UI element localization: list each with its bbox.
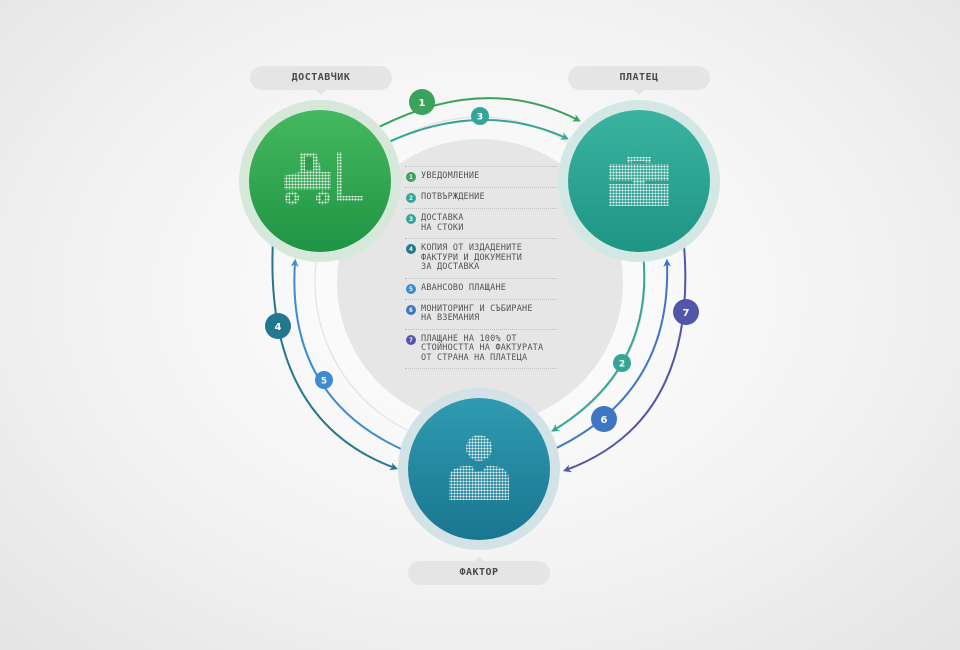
- factor-label-text: ФАКТОР: [459, 567, 499, 578]
- center-disc: [337, 139, 623, 425]
- badge-5: 5: [315, 371, 333, 389]
- legend-item: 1 УВЕДОМЛЕНИЕ: [405, 167, 557, 188]
- svg-text:4: 4: [275, 322, 282, 333]
- briefcase-icon: [609, 157, 669, 206]
- flow-arrow-7: [562, 233, 687, 473]
- payer-node: [558, 100, 720, 262]
- step-description: УВЕДОМЛЕНИЕ: [421, 171, 480, 181]
- label-pointer: [474, 556, 484, 561]
- step-number-chip: 3: [406, 214, 416, 224]
- businessman-icon: [449, 435, 509, 500]
- forklift-icon: [284, 152, 363, 205]
- legend-item: 3 ДОСТАВКА НА СТОКИ: [405, 209, 557, 239]
- label-pointer: [634, 90, 644, 95]
- label-pointer: [316, 90, 326, 95]
- legend-item: 7 ПЛАЩАНЕ НА 100% ОТ СТОЙНОСТТА НА ФАКТУР…: [405, 330, 557, 369]
- badge-7: 7: [673, 299, 699, 325]
- factor-label: ФАКТОР: [408, 556, 550, 585]
- legend-item: 4 КОПИЯ ОТ ИЗДАДЕНИТЕ ФАКТУРИ И ДОКУМЕНТИ…: [405, 239, 557, 279]
- step-description: ПЛАЩАНЕ НА 100% ОТ СТОЙНОСТТА НА ФАКТУРА…: [421, 333, 544, 363]
- badge-6: 6: [591, 406, 617, 432]
- supplier-label-text: ДОСТАВЧИК: [291, 72, 351, 83]
- svg-text:3: 3: [477, 113, 483, 123]
- step-number-chip: 5: [406, 283, 416, 294]
- flow-arrow-1: [365, 97, 581, 135]
- step-number-chip: 7: [406, 334, 416, 345]
- step-description: ПОТВЪРЖДЕНИЕ: [421, 192, 485, 202]
- step-number-chip: 1: [406, 172, 416, 182]
- step-number-chip: 6: [406, 304, 416, 315]
- step-number-chip: 4: [406, 244, 416, 254]
- payer-label: ПЛАТЕЦ: [568, 66, 710, 95]
- step-number-chip: 2: [406, 193, 416, 203]
- badge-4: 4: [265, 313, 291, 339]
- legend-item: 5 АВАНСОВО ПЛАЩАНЕ: [405, 279, 557, 300]
- svg-text:2: 2: [619, 360, 625, 370]
- supplier-label: ДОСТАВЧИК: [250, 66, 392, 95]
- supplier-node: [239, 100, 401, 262]
- flow-arrow-6: [547, 258, 672, 453]
- step-description: АВАНСОВО ПЛАЩАНЕ: [421, 282, 507, 293]
- flow-arrow-4: [271, 239, 399, 471]
- payer-label-text: ПЛАТЕЦ: [619, 72, 659, 83]
- step-description: КОПИЯ ОТ ИЗДАДЕНИТЕ ФАКТУРИ И ДОКУМЕНТИ …: [421, 243, 523, 272]
- badge-3: 3: [471, 107, 489, 125]
- svg-text:5: 5: [321, 377, 327, 387]
- legend-item: 6 МОНИТОРИНГ И СЪБИРАНЕ НА ВЗЕМАНИЯ: [405, 300, 557, 330]
- svg-text:1: 1: [419, 98, 426, 109]
- step-description: МОНИТОРИНГ И СЪБИРАНЕ НА ВЗЕМАНИЯ: [421, 303, 533, 323]
- badge-1: 1: [409, 89, 435, 115]
- svg-text:6: 6: [601, 415, 608, 426]
- factor-node: [398, 388, 560, 550]
- step-description: ДОСТАВКА НА СТОКИ: [421, 213, 464, 233]
- badge-2: 2: [613, 354, 631, 372]
- flow-arrow-2: [551, 251, 646, 432]
- legend-item: 2 ПОТВЪРЖДЕНИЕ: [405, 188, 557, 209]
- svg-text:7: 7: [683, 308, 690, 319]
- steps-legend: 1 УВЕДОМЛЕНИЕ 2 ПОТВЪРЖДЕНИЕ 3 ДОСТАВКА НА СТ…: [405, 166, 557, 369]
